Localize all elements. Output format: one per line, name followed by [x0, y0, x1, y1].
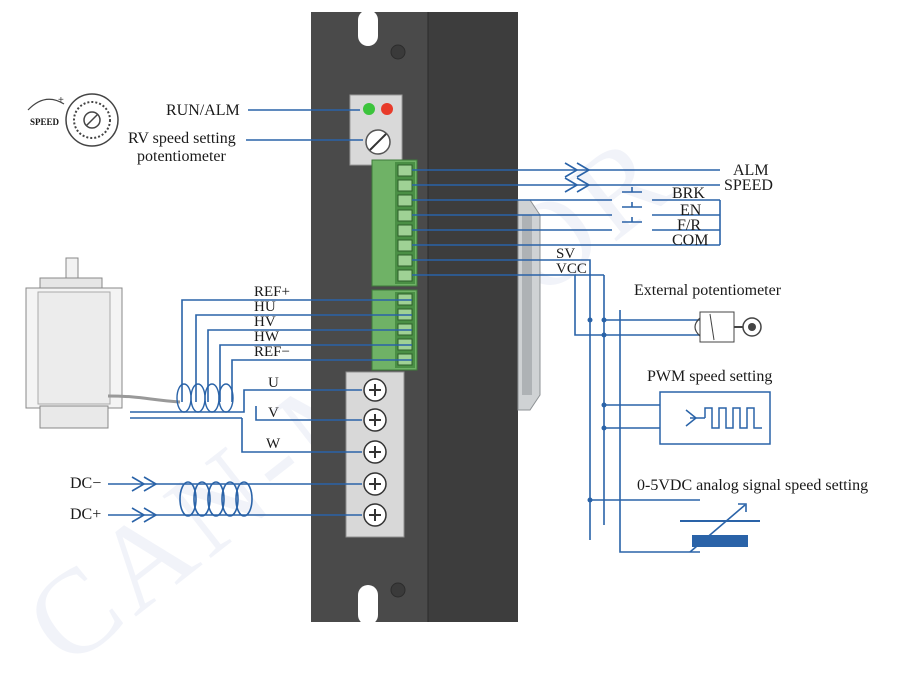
analog-signal-icon [680, 503, 760, 553]
screw-terminals [363, 378, 387, 527]
external-pot-label: External potentiometer [634, 282, 782, 299]
alm-led [381, 103, 393, 115]
hall-hw-label: HW [254, 329, 279, 345]
speed-knob-icon: + [27, 93, 119, 147]
hall-ref-plus-label: REF+ [254, 284, 290, 300]
motor-cable-loops [176, 383, 234, 413]
pwm-signal-icon [659, 391, 771, 445]
analog-label: 0-5VDC analog signal speed setting [637, 477, 869, 494]
driver-housing [311, 10, 541, 625]
run-led [363, 103, 375, 115]
phase-v-label: V [268, 405, 279, 421]
hall-ref-minus-label: REF− [254, 344, 290, 360]
speed-icon-text: SPEED [30, 117, 60, 127]
rv-label-line1: RV speed setting [128, 130, 236, 147]
en-label: EN [680, 202, 702, 219]
com-label: COM [672, 232, 709, 249]
hall-hv-label: HV [254, 314, 276, 330]
speed-output-label: SPEED [724, 177, 773, 194]
vcc-label: VCC [556, 261, 587, 277]
svg-text:+: + [58, 95, 64, 106]
dc-plus-label: DC+ [70, 506, 102, 523]
dc-minus-label: DC− [70, 475, 102, 492]
run-alm-label: RUN/ALM [166, 102, 240, 119]
bldc-motor [25, 257, 181, 429]
wiring-diagram: CAN-MOTOR [1, 10, 869, 691]
wires [108, 109, 721, 553]
fr-label: F/R [677, 217, 702, 234]
phase-w-label: W [266, 436, 281, 452]
power-choke [179, 481, 253, 517]
external-potentiometer-icon [694, 311, 762, 343]
alm-output-label: ALM [733, 162, 769, 179]
pwm-label: PWM speed setting [647, 368, 773, 385]
phase-u-label: U [268, 375, 279, 391]
hall-hu-label: HU [254, 299, 276, 315]
rv-label-line2: potentiometer [137, 148, 226, 165]
diagram-graphics: + [25, 10, 771, 625]
brk-label: BRK [672, 185, 705, 202]
sv-label: SV [556, 246, 576, 262]
